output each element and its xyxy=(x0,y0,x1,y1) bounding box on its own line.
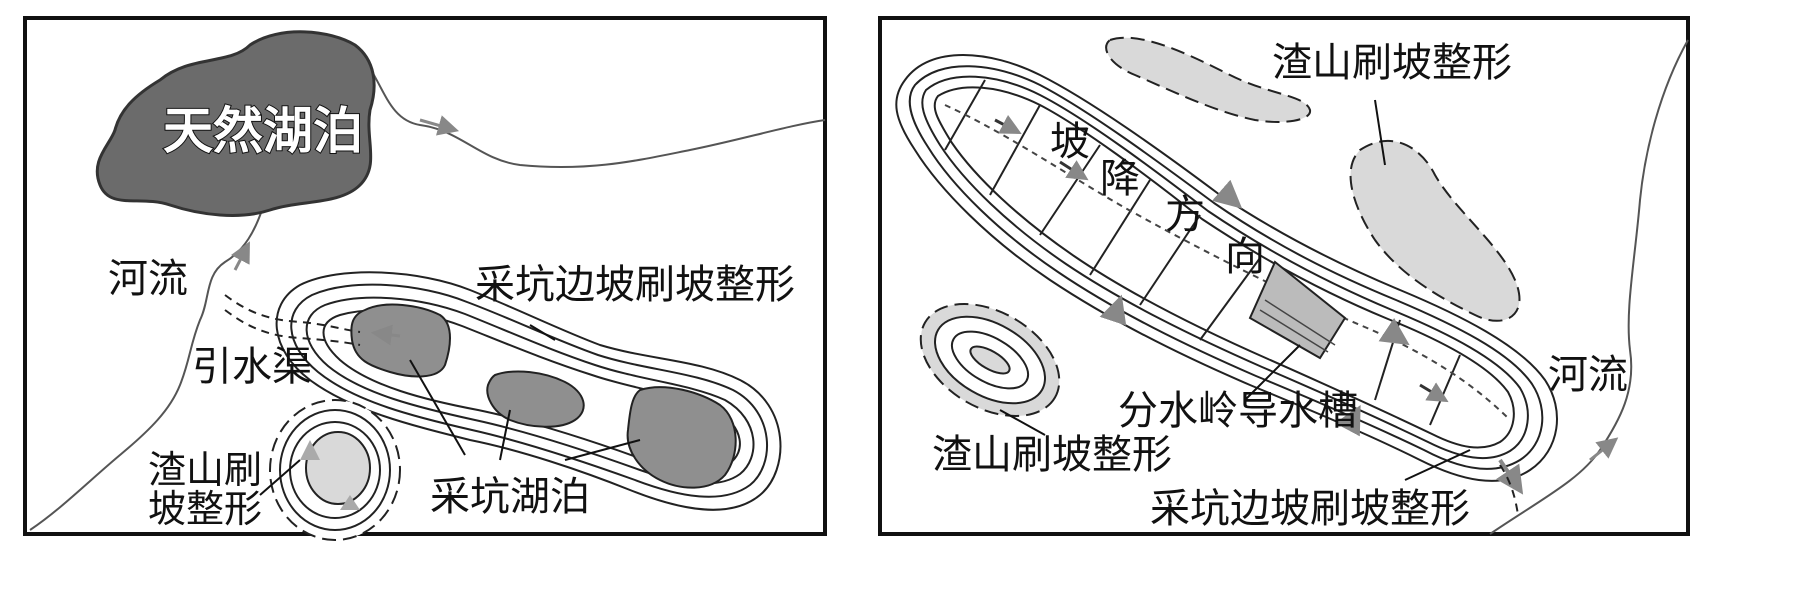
right-pit-slope-contours xyxy=(895,54,1558,482)
right-river-flow-arrow xyxy=(1589,437,1619,462)
diversion-canal xyxy=(224,294,361,333)
right-leader-lines xyxy=(999,99,1471,481)
left-river-label: 河流 xyxy=(108,256,188,302)
left-slag-label-line1: 渣山刷 xyxy=(148,448,262,492)
pit-lakes-label: 采坑湖泊 xyxy=(430,474,590,520)
slag-heap-top xyxy=(1105,36,1311,123)
diversion-canal-label: 引水渠 xyxy=(192,344,312,390)
river-flow-arrow-east xyxy=(419,115,460,136)
pit-lake-1 xyxy=(350,303,451,378)
direction-char-4: 向 xyxy=(1225,234,1265,280)
pit-lake-3 xyxy=(626,386,737,489)
divide-channel xyxy=(1248,260,1347,360)
diversion-canal-edge xyxy=(224,309,361,346)
direction-char-2: 降 xyxy=(1100,156,1140,202)
slag-heap-left-right-panel xyxy=(919,303,1061,417)
slope-arrow-2 xyxy=(1059,160,1089,181)
right-river xyxy=(1489,39,1689,535)
left-pit-slope-label: 采坑边坡刷坡整形 xyxy=(475,262,795,308)
right-panel: 渣山刷坡整形 坡 降 方 向 河流 分水岭导水槽 渣山刷坡整形 采坑边坡刷坡整形 xyxy=(878,16,1690,536)
right-river-label: 河流 xyxy=(1548,352,1628,398)
direction-char-1: 坡 xyxy=(1050,119,1090,165)
right-pit-slope-label: 采坑边坡刷坡整形 xyxy=(1150,486,1470,532)
left-river-east xyxy=(364,59,826,169)
left-slag-label-line2: 坡整形 xyxy=(148,487,262,531)
right-slag-left-label: 渣山刷坡整形 xyxy=(932,432,1172,478)
slope-center-line xyxy=(944,104,1511,421)
pit-lake-2 xyxy=(486,370,585,428)
river-flow-arrow-north xyxy=(230,241,250,271)
natural-lake-label: 天然湖泊 xyxy=(163,102,363,160)
divide-channel-hatch xyxy=(1259,299,1336,353)
left-panel: 天然湖泊 xyxy=(23,16,827,541)
slope-side-arrows xyxy=(1099,179,1524,495)
slope-arrow-3 xyxy=(1419,382,1449,403)
slope-arrow-1 xyxy=(994,114,1022,134)
left-leader-lines xyxy=(259,324,641,496)
natural-lake xyxy=(95,30,376,217)
outflow-channel xyxy=(1499,464,1519,516)
slag-heap-right xyxy=(1349,140,1521,322)
slag-heap-left xyxy=(269,399,401,541)
right-slag-top-label: 渣山刷坡整形 xyxy=(1272,40,1512,86)
left-river-south xyxy=(29,209,263,531)
direction-char-3: 方 xyxy=(1165,192,1205,238)
divide-channel-label: 分水岭导水槽 xyxy=(1118,388,1358,434)
canal-flow-arrow xyxy=(370,324,401,346)
